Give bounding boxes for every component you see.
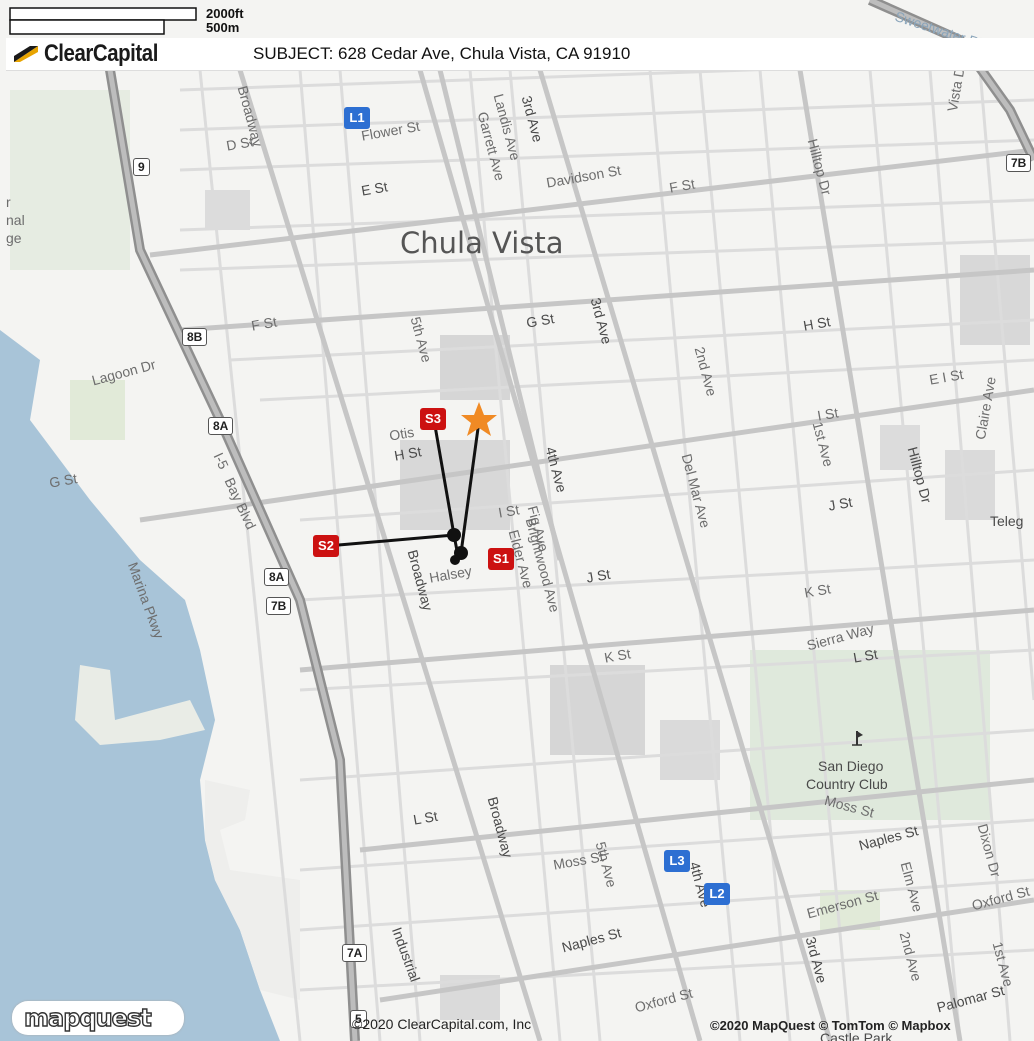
map-copyright: ©2020 MapQuest © TomTom © Mapbox — [710, 1018, 951, 1033]
scale-feet: 2000ft — [206, 6, 244, 21]
street-label: Castle Park — [820, 1030, 893, 1041]
clearcapital-logo-icon — [14, 46, 38, 62]
city-label: Chula Vista — [400, 226, 564, 260]
map-header: ClearCapital SUBJECT: 628 Cedar Ave, Chu… — [6, 38, 1034, 71]
listing-marker-l1[interactable]: L1 — [344, 107, 370, 129]
block-9 — [880, 425, 920, 470]
place-label: Country Club — [806, 776, 888, 792]
highway-shield: 5 — [350, 1010, 367, 1028]
minor-streets — [179, 58, 1034, 1041]
highway-shield: 8A — [264, 568, 290, 586]
highway-shield: 8A — [208, 417, 234, 435]
logo-text: ClearCapital — [44, 40, 158, 67]
block-5 — [960, 255, 1030, 345]
highway-shield: 7A — [342, 944, 368, 962]
edge-label: ge — [6, 230, 22, 246]
sale-marker-s1[interactable]: S1 — [488, 548, 514, 570]
listing-marker-l2[interactable]: L2 — [704, 883, 730, 905]
mapquest-logo[interactable]: mapquest — [12, 1001, 184, 1035]
bay-water — [0, 330, 280, 1041]
highway-shield: 8B — [182, 328, 208, 346]
freeway-i5 — [105, 69, 360, 1041]
listing-marker-l3[interactable]: L3 — [664, 850, 690, 872]
park-2 — [70, 380, 125, 440]
mapquest-logo-text: mapquest — [23, 1003, 152, 1032]
freeway-sr54 — [867, 0, 1034, 163]
subject-address: SUBJECT: 628 Cedar Ave, Chula Vista, CA … — [253, 44, 631, 63]
golf-flag-icon — [852, 731, 863, 746]
place-label: San Diego — [818, 758, 884, 774]
edge-label: nal — [6, 212, 25, 228]
comp-node-3 — [450, 555, 460, 565]
block-3 — [400, 440, 510, 530]
block-6 — [945, 450, 995, 520]
sale-marker-s2[interactable]: S2 — [313, 535, 339, 557]
scale-meters: 500m — [206, 20, 240, 35]
street-label: Teleg — [990, 513, 1024, 529]
marina-land — [75, 665, 205, 745]
highway-shield: 9 — [133, 158, 150, 176]
major-streets — [139, 69, 1034, 1041]
shore-land — [205, 780, 300, 1000]
comp-lines — [326, 419, 481, 557]
clearcapital-copyright: ©2020 ClearCapital.com, Inc — [352, 1016, 532, 1032]
scale-bar: 2000ft 500m — [0, 0, 270, 38]
subject-star-icon — [461, 402, 497, 436]
highway-shield: 7B — [266, 597, 292, 615]
park-3 — [10, 90, 130, 270]
comp-node-1 — [447, 528, 461, 542]
highway-shield: 7B — [1006, 154, 1032, 172]
edge-label: r — [6, 194, 11, 210]
scale-bar-graphic — [9, 7, 197, 35]
sale-marker-s3[interactable]: S3 — [420, 408, 446, 430]
clearcapital-logo: ClearCapital — [12, 40, 178, 68]
